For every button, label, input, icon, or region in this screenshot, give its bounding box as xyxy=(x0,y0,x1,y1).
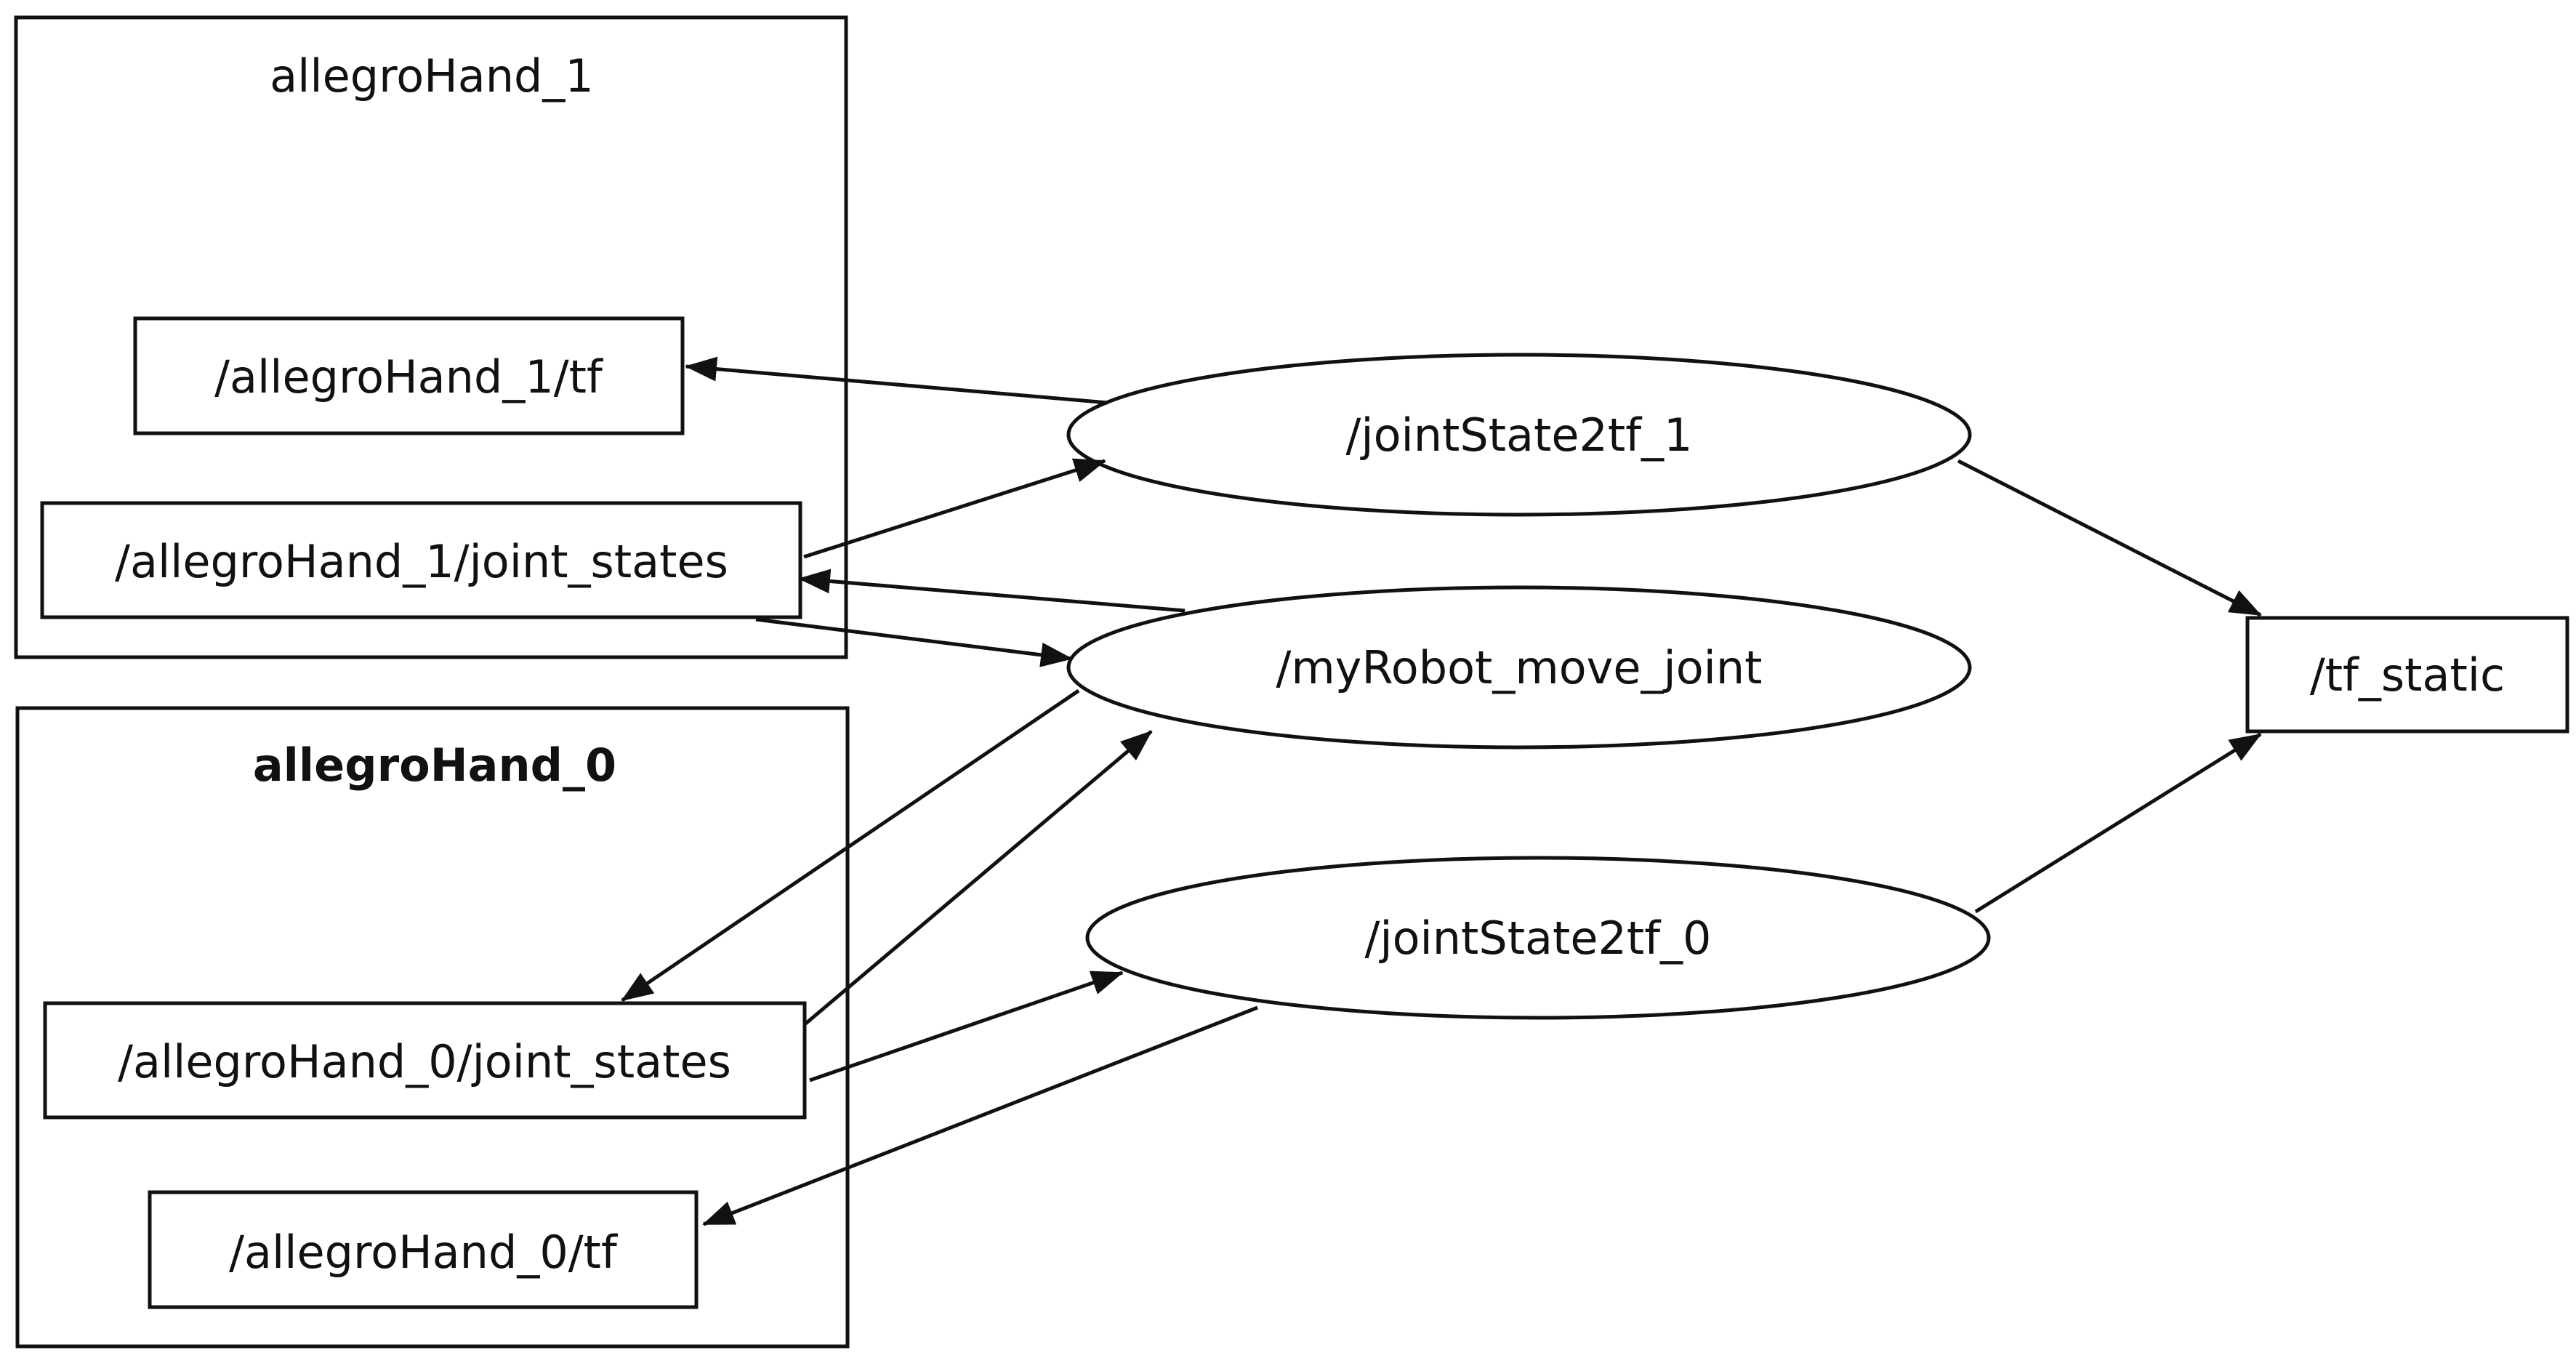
topic-tf-static-label: /tf_static xyxy=(2310,648,2505,702)
node-jointstate2tf-1-ellipse[interactable] xyxy=(1066,353,1972,517)
topic-allegrohand-0-tf[interactable]: /allegroHand_0/tf xyxy=(148,1190,699,1309)
group-allegrohand-0: allegroHand_0 xyxy=(15,706,850,1349)
topic-allegrohand-0-joint-states-box[interactable] xyxy=(43,1001,807,1120)
node-jointstate2tf-0-ellipse[interactable] xyxy=(1085,856,1991,1020)
group-allegrohand-0-label: allegroHand_0 xyxy=(253,739,616,792)
node-jointstate2tf-1[interactable]: /jointState2tf_1 xyxy=(1066,353,1972,517)
node-jointstate2tf-0-label: /jointState2tf_0 xyxy=(1364,912,1711,965)
node-myrobot-move-joint[interactable]: /myRobot_move_joint xyxy=(1066,585,1972,750)
group-allegrohand-1: allegroHand_1 xyxy=(14,15,848,659)
topic-allegrohand-0-tf-box[interactable] xyxy=(148,1190,699,1309)
edge-myrobot-move-joint-to-allegrohand-1-joint-states xyxy=(798,568,1186,613)
edges xyxy=(621,356,2262,1226)
topic-allegrohand-1-tf[interactable]: /allegroHand_1/tf xyxy=(133,316,685,435)
edge-allegrohand-0-joint-states-to-jointstate2tf-0 xyxy=(809,971,1124,1082)
edge-allegrohand-1-joint-states-to-myrobot-move-joint xyxy=(755,617,1073,667)
topic-allegrohand-1-joint-states-box[interactable] xyxy=(40,501,802,619)
edge-jointstate2tf-1-to-allegrohand-1-tf xyxy=(685,356,1108,405)
edge-allegrohand-1-joint-states-to-jointstate2tf-1 xyxy=(803,458,1106,559)
topic-allegrohand-1-tf-box[interactable] xyxy=(133,316,685,435)
topic-allegrohand-0-tf-label: /allegroHand_0/tf xyxy=(229,1226,619,1279)
edge-jointstate2tf-1-to-tf-static xyxy=(1957,459,2262,617)
edge-myrobot-move-joint-to-allegrohand-0-joint-states xyxy=(621,688,1080,1003)
node-myrobot-move-joint-ellipse[interactable] xyxy=(1066,585,1972,750)
topic-tf-static-box[interactable] xyxy=(2245,616,2569,734)
node-myrobot-move-joint-label: /myRobot_move_joint xyxy=(1276,641,1763,694)
node-jointstate2tf-1-label: /jointState2tf_1 xyxy=(1345,409,1692,462)
group-allegrohand-1-frame xyxy=(14,15,848,659)
topic-allegrohand-1-joint-states-label: /allegroHand_1/joint_states xyxy=(115,535,728,588)
edge-jointstate2tf-0-to-allegrohand-0-tf xyxy=(702,1005,1258,1226)
topic-allegrohand-1-tf-label: /allegroHand_1/tf xyxy=(214,350,604,403)
topic-allegrohand-0-joint-states[interactable]: /allegroHand_0/joint_states xyxy=(43,1001,807,1120)
group-allegrohand-1-label: allegroHand_1 xyxy=(270,49,594,103)
node-jointstate2tf-0[interactable]: /jointState2tf_0 xyxy=(1085,856,1991,1020)
topic-allegrohand-0-joint-states-label: /allegroHand_0/joint_states xyxy=(118,1035,731,1088)
edge-jointstate2tf-0-to-tf-static xyxy=(1974,732,2262,914)
topic-allegrohand-1-joint-states[interactable]: /allegroHand_1/joint_states xyxy=(40,501,802,619)
edge-allegrohand-0-joint-states-to-myrobot-move-joint xyxy=(802,730,1153,1026)
group-allegrohand-0-frame xyxy=(15,706,850,1349)
topic-tf-static[interactable]: /tf_static xyxy=(2245,616,2569,734)
